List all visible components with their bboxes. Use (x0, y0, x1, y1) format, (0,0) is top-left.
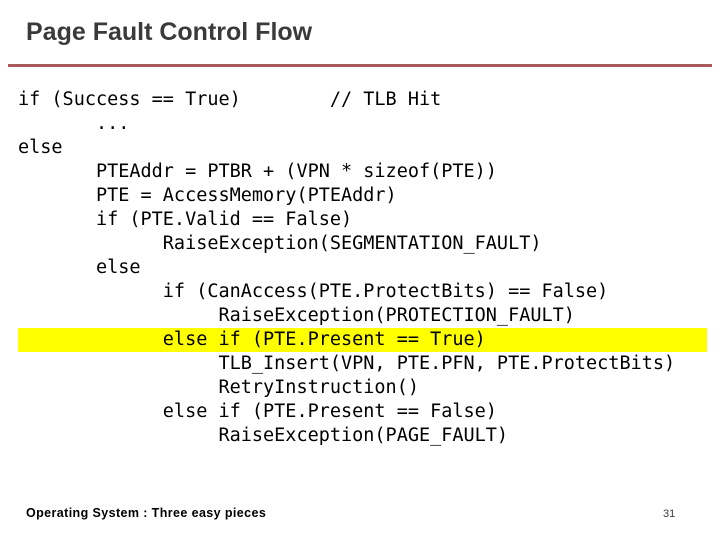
code-line: TLB_Insert(VPN, PTE.PFN, PTE.ProtectBits… (18, 353, 676, 374)
footer-book-title: Operating System : Three easy pieces (26, 506, 267, 520)
code-line: RaiseException(SEGMENTATION_FAULT) (18, 233, 542, 254)
code-line: ... (18, 113, 130, 134)
code-line: if (Success == True) // TLB Hit (18, 89, 442, 110)
code-block: if (Success == True) // TLB Hit ... else … (0, 88, 720, 448)
code-line: if (PTE.Valid == False) (18, 209, 353, 230)
page-number: 31 (663, 508, 676, 520)
code-line: RaiseException(PAGE_FAULT) (18, 425, 509, 446)
code-line: PTE = AccessMemory(PTEAddr) (18, 185, 397, 206)
page-title: Page Fault Control Flow (26, 18, 313, 46)
code-line: PTEAddr = PTBR + (VPN * sizeof(PTE)) (18, 161, 497, 182)
code-line: RetryInstruction() (18, 377, 419, 398)
code-line: RaiseException(PROTECTION_FAULT) (18, 305, 575, 326)
title-divider-rule (8, 64, 712, 67)
code-line: else if (PTE.Present == False) (18, 401, 497, 422)
code-line: else (18, 137, 63, 158)
code-line-highlighted: else if (PTE.Present == True) (18, 328, 707, 352)
code-line: else (18, 257, 141, 278)
code-line: if (CanAccess(PTE.ProtectBits) == False) (18, 281, 609, 302)
